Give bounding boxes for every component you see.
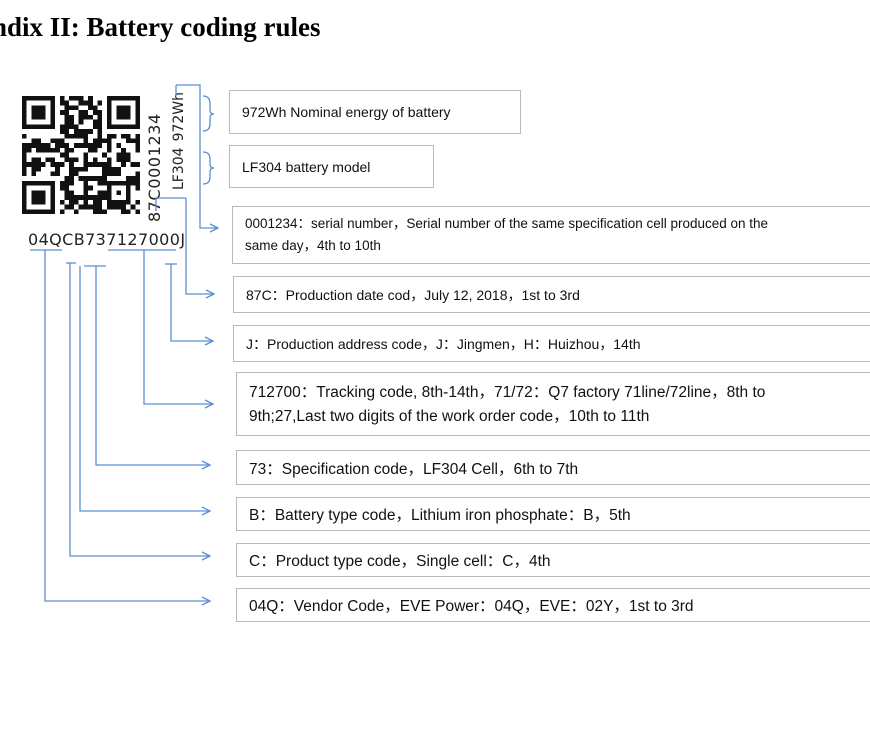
rule-tracking: 712700：Tracking code, 8th-14th，71/72：Q7 …: [236, 372, 870, 436]
rule-serial-line2: same day，4th to 10th: [245, 238, 381, 253]
rule-battery-type: B：Battery type code，Lithium iron phospha…: [236, 497, 870, 531]
page-title: ndix II: Battery coding rules: [0, 12, 321, 42]
brace-energy: [202, 95, 215, 132]
rule-vendor: 04Q：Vendor Code，EVE Power：04Q，EVE：02Y，1s…: [236, 588, 870, 622]
rule-product-type: C：Product type code，Single cell：C，4th: [236, 543, 870, 577]
rule-energy: 972Wh Nominal energy of battery: [229, 90, 521, 134]
arrow-battery-type: [79, 266, 210, 511]
arrow-serial: [182, 84, 218, 228]
rule-spec: 73：Specification code，LF304 Cell，6th to …: [236, 450, 870, 485]
rule-model: LF304 battery model: [229, 145, 434, 188]
rule-spec-text: 73：Specification code，LF304 Cell，6th to …: [249, 460, 579, 478]
arrow-address: [170, 264, 213, 341]
rule-vendor-text: 04Q：Vendor Code，EVE Power：04Q，EVE：02Y，1s…: [249, 598, 694, 615]
arrow-spec: [95, 266, 210, 465]
rule-tracking-line1: 712700：Tracking code, 8th-14th，71/72：Q7 …: [249, 384, 766, 401]
arrow-tracking: [143, 250, 213, 404]
rule-address: J：Production address code，J：Jingmen，H：Hu…: [233, 325, 870, 362]
connector-top: [175, 84, 182, 96]
rule-date: 87C：Production date cod，July 12, 2018，1s…: [233, 276, 870, 313]
brace-model: [202, 151, 215, 185]
arrow-date: [155, 198, 214, 294]
rule-model-text: LF304 battery model: [242, 158, 371, 175]
arrow-product-type: [69, 263, 210, 556]
rule-serial: 0001234：serial number，Serial number of t…: [232, 206, 870, 264]
qr-code-icon: [22, 96, 140, 214]
arrow-vendor: [44, 250, 210, 601]
rule-address-text: J：Production address code，J：Jingmen，H：Hu…: [246, 335, 641, 352]
rule-serial-line1: 0001234：serial number，Serial number of t…: [245, 216, 769, 231]
rule-battery-type-text: B：Battery type code，Lithium iron phospha…: [249, 507, 631, 524]
rule-date-text: 87C：Production date cod，July 12, 2018，1s…: [246, 286, 580, 303]
battery-code: 04QCB737127000J: [28, 230, 186, 249]
rule-tracking-line2: 9th;27,Last two digits of the work order…: [249, 408, 650, 425]
rule-product-type-text: C：Product type code，Single cell：C，4th: [249, 553, 551, 570]
rule-energy-text: 972Wh Nominal energy of battery: [242, 104, 451, 120]
